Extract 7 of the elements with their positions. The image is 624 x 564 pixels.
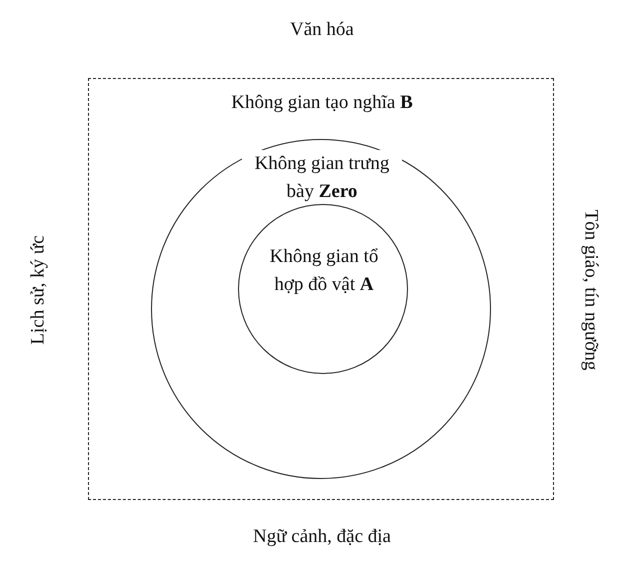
context-label: Văn hóa [290, 18, 354, 42]
context-label: Ngữ cảnh, đặc địa [253, 525, 391, 549]
dashed-frame [88, 78, 554, 500]
inner-circle [238, 204, 408, 374]
context-label: Tôn giáo, tín ngưỡng [578, 210, 602, 370]
outer-circle [151, 139, 491, 479]
context-label: Lịch sử, ký ức [26, 235, 50, 345]
